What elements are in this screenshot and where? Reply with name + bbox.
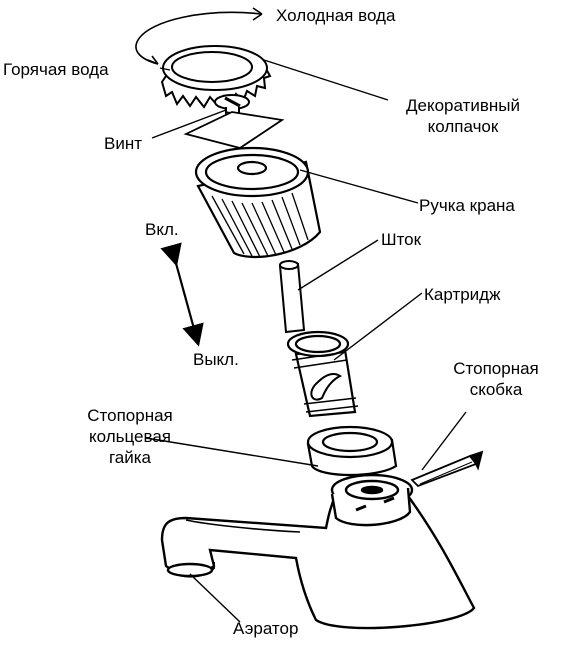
- retaining-ring-nut-label-line3: гайка: [108, 448, 152, 467]
- on-off-arrow: [160, 242, 204, 347]
- retaining-ring-nut-label-line1: Стопорная: [87, 406, 173, 425]
- retaining-ring-nut-label-line2: кольцевая: [89, 427, 171, 446]
- stem-label: Шток: [381, 230, 422, 249]
- stem: [278, 260, 306, 334]
- retaining-ring-nut-label: Стопорная кольцевая гайка: [70, 405, 190, 468]
- leader-lines: [145, 59, 467, 623]
- hot-water-label: Горячая вода: [3, 60, 109, 79]
- retaining-ring-nut: [306, 425, 398, 477]
- decorative-cap-label-line1: Декоративный: [405, 96, 520, 115]
- retaining-clip-label-line2: скобка: [469, 380, 523, 399]
- tap-handle-label: Ручка крана: [419, 196, 515, 215]
- rotation-arc: [135, 7, 263, 65]
- cartridge: [286, 330, 359, 418]
- off-label: Выкл.: [193, 350, 239, 369]
- decorative-cap: [160, 45, 272, 109]
- cold-water-label: Холодная вода: [276, 6, 396, 25]
- tap-handle: [194, 146, 322, 259]
- retaining-clip-label-line1: Стопорная: [453, 359, 539, 378]
- decorative-cap-label-line2: колпачок: [427, 117, 499, 136]
- screw-label: Винт: [104, 134, 143, 153]
- on-label: Вкл.: [145, 220, 179, 239]
- retaining-clip-label: Стопорная скобка: [440, 358, 552, 400]
- decorative-cap-label: Декоративный колпачок: [388, 95, 538, 137]
- faucet-body: [160, 473, 476, 630]
- retaining-clip: [410, 450, 484, 488]
- cartridge-label: Картридж: [424, 285, 501, 304]
- washer: [183, 111, 285, 149]
- aerator-label: Аэратор: [233, 619, 299, 638]
